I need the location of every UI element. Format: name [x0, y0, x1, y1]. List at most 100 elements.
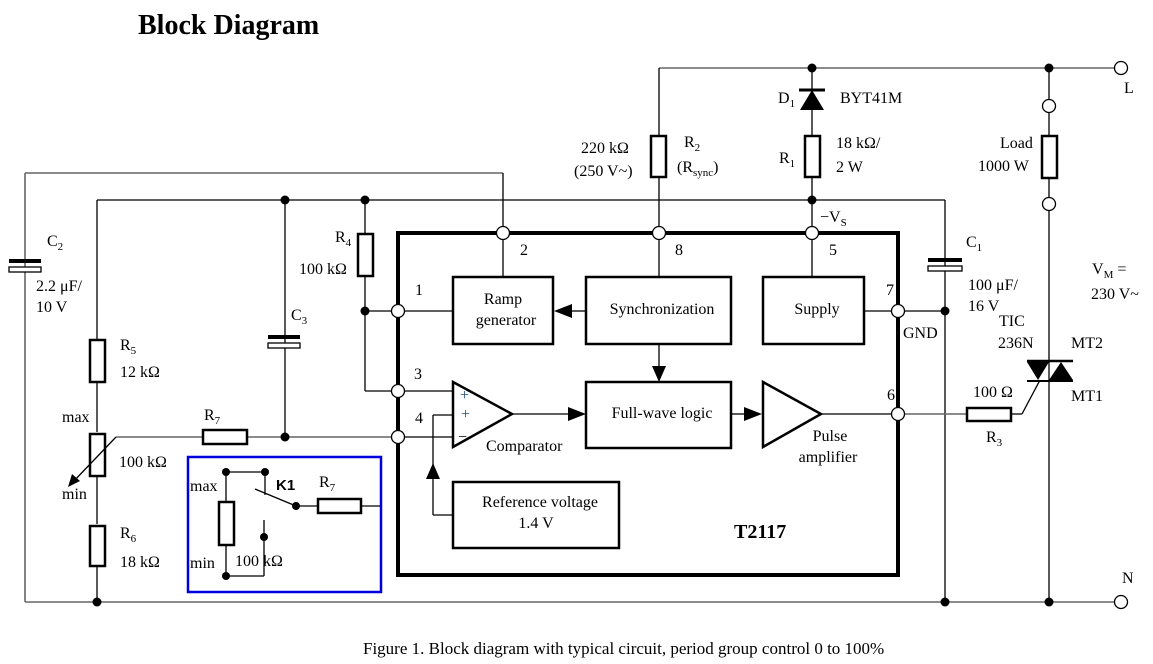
resistor-r5: R5 12 kΩ: [88, 337, 160, 384]
svg-text:4: 4: [415, 410, 423, 427]
svg-text:amplifier: amplifier: [799, 449, 858, 466]
svg-text:MT2: MT2: [1071, 335, 1103, 352]
svg-text:Ramp: Ramp: [484, 291, 522, 308]
svg-text:R7: R7: [204, 407, 221, 427]
figure-caption: Figure 1. Block diagram with typical cir…: [363, 639, 884, 658]
resistor-r4: R4 100 kΩ: [299, 229, 375, 278]
junction-dots: [92, 63, 1054, 607]
svg-text:1.4 V: 1.4 V: [518, 515, 554, 532]
terminal-n: [1113, 594, 1129, 610]
triac-symbol: TIC 236N MT2 MT1: [998, 313, 1103, 405]
svg-text:MT1: MT1: [1071, 388, 1103, 405]
svg-text:−: −: [458, 429, 467, 446]
block-full-wave-logic: Full-wave logic: [584, 380, 733, 450]
block-reference-voltage: Reference voltage 1.4 V: [451, 480, 621, 550]
svg-text:16 V: 16 V: [968, 298, 1000, 315]
svg-text:1000 W: 1000 W: [978, 158, 1030, 175]
diode-d1: D1 BYT41M: [778, 88, 902, 110]
pin-3: [390, 383, 406, 399]
svg-text:min: min: [62, 486, 87, 503]
load-resistor: Load 1000 W: [978, 98, 1059, 212]
ic-name: T2117: [734, 521, 786, 543]
svg-text:C3: C3: [291, 307, 308, 327]
svg-text:2.2 μF/: 2.2 μF/: [36, 278, 82, 295]
svg-text:6: 6: [887, 387, 895, 404]
svg-text:Pulse: Pulse: [813, 428, 848, 445]
inset-switch-variant: max min K1 R7 100 kΩ: [186, 455, 383, 594]
svg-text:R6: R6: [120, 525, 137, 545]
svg-text:230 V~: 230 V~: [1091, 286, 1139, 303]
svg-text:2 W: 2 W: [836, 159, 864, 176]
svg-text:max: max: [62, 409, 90, 426]
svg-text:Load: Load: [1000, 135, 1033, 152]
svg-text:Synchronization: Synchronization: [610, 301, 715, 318]
svg-text:C1: C1: [966, 234, 982, 254]
gnd-label: GND: [903, 325, 938, 342]
capacitor-c1: C1 100 μF/ 16 V: [927, 234, 1018, 315]
ic-internal-wires: [398, 233, 898, 516]
svg-text:10 V: 10 V: [36, 299, 68, 316]
resistor-r2: 220 kΩ (250 V~) R2 (Rsync): [574, 134, 719, 180]
svg-text:5: 5: [829, 242, 837, 259]
block-ramp-generator: Ramp generator: [451, 275, 555, 346]
pin-5: [804, 225, 820, 241]
svg-text:+: +: [461, 406, 470, 423]
svg-text:Reference voltage: Reference voltage: [482, 494, 598, 511]
comparator-label: Comparator: [486, 438, 563, 455]
svg-text:Full-wave logic: Full-wave logic: [612, 405, 713, 422]
svg-text:1: 1: [415, 282, 423, 299]
pin-4: [390, 429, 406, 445]
svg-text:R1: R1: [779, 150, 795, 170]
svg-text:R7: R7: [319, 474, 336, 494]
svg-text:(250 V~): (250 V~): [574, 163, 633, 180]
svg-text:(Rsync): (Rsync): [677, 159, 719, 179]
load-terminal-bottom: [1041, 196, 1057, 212]
vs-label: −VS: [820, 209, 847, 229]
svg-text:max: max: [190, 478, 218, 495]
pulse-amplifier-symbol: Pulse amplifier: [761, 379, 858, 466]
svg-text:220 kΩ: 220 kΩ: [581, 140, 629, 157]
terminal-l-label: L: [1124, 80, 1134, 97]
svg-text:100 kΩ: 100 kΩ: [299, 261, 347, 278]
svg-text:R3: R3: [986, 429, 1003, 449]
svg-text:100 kΩ: 100 kΩ: [235, 553, 283, 570]
svg-text:12 kΩ: 12 kΩ: [120, 364, 160, 381]
svg-text:min: min: [190, 555, 215, 572]
wires: [24, 67, 1114, 603]
resistor-r6: R6 18 kΩ: [88, 524, 160, 571]
svg-text:+: +: [460, 387, 469, 404]
svg-text:18 kΩ/: 18 kΩ/: [836, 135, 881, 152]
svg-text:VM =: VM =: [1092, 261, 1126, 281]
ic-t2117-outline: [396, 231, 900, 577]
pin-2: [495, 225, 511, 241]
pin-6: [890, 406, 906, 422]
pin-7: [890, 303, 906, 319]
page-title: Block Diagram: [138, 10, 319, 41]
svg-text:R2: R2: [684, 134, 700, 154]
capacitor-c3: C3: [267, 307, 308, 349]
load-terminal-top: [1041, 98, 1057, 114]
resistor-r3: 100 Ω R3: [965, 384, 1013, 449]
svg-text:18 kΩ: 18 kΩ: [120, 554, 160, 571]
block-supply: Supply: [761, 275, 866, 346]
svg-text:TIC: TIC: [999, 313, 1025, 330]
svg-text:D1: D1: [778, 90, 795, 110]
capacitor-c2: C2 2.2 μF/ 10 V: [8, 233, 82, 316]
terminal-l: [1113, 60, 1129, 76]
svg-text:3: 3: [414, 366, 422, 383]
comparator-symbol: + + − Comparator: [451, 379, 563, 455]
svg-text:7: 7: [886, 282, 894, 299]
svg-text:Supply: Supply: [794, 301, 839, 318]
pin-1: [390, 303, 406, 319]
svg-text:R5: R5: [120, 337, 137, 357]
svg-text:100 kΩ: 100 kΩ: [119, 454, 167, 471]
svg-text:generator: generator: [476, 312, 537, 329]
block-synchronization: Synchronization: [584, 275, 733, 346]
resistor-r7: R7: [201, 407, 249, 446]
mains-voltage-label: VM = 230 V~: [1091, 261, 1139, 303]
svg-text:100 μF/: 100 μF/: [968, 277, 1018, 294]
switch-k1-label: K1: [276, 477, 295, 494]
terminal-n-label: N: [1122, 570, 1134, 587]
pin-8: [651, 225, 667, 241]
